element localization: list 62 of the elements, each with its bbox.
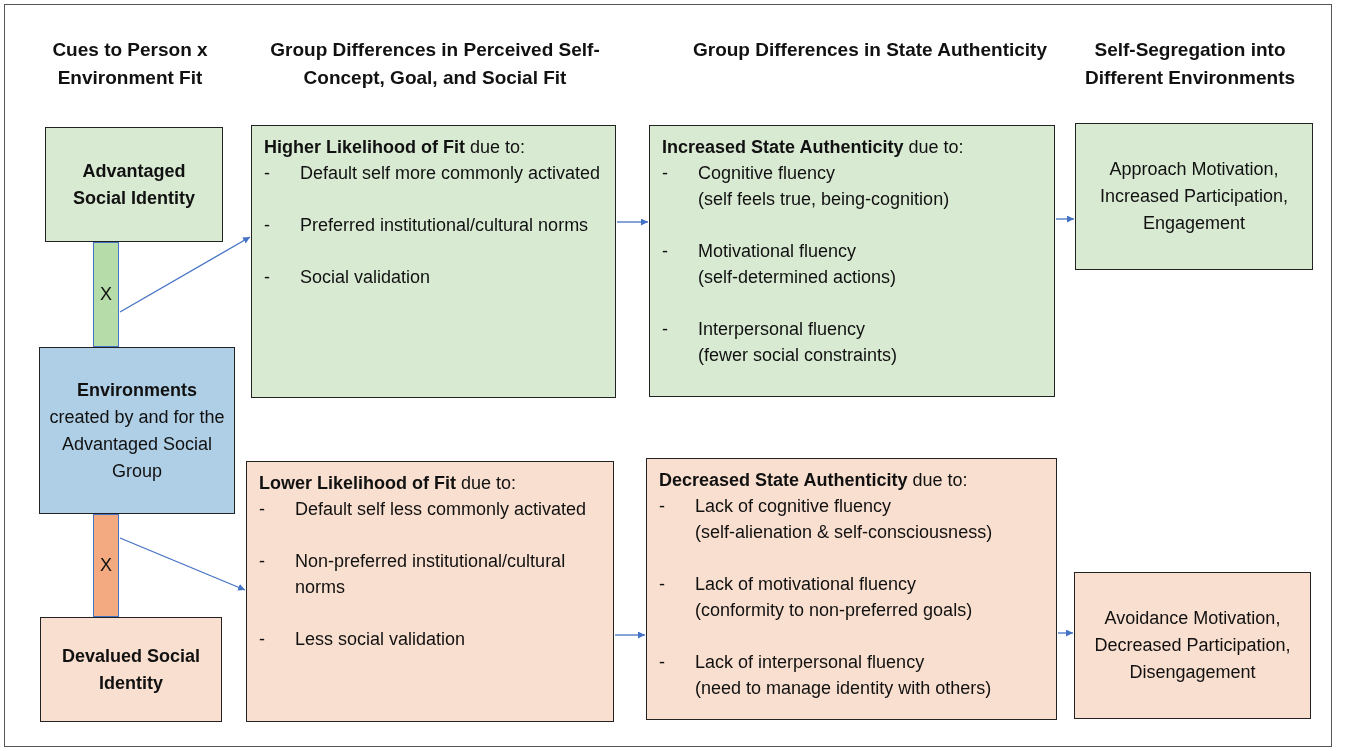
text-box [1075, 123, 1313, 270]
list-box [251, 125, 616, 398]
column-heading: Cues to Person x Environment Fit [51, 38, 209, 90]
list-item: Cognitive fluency [698, 162, 837, 185]
box-heading: Lower Likelihood of Fit due to: [259, 472, 518, 495]
list-item: Lack of interpersonal fluency [695, 651, 926, 674]
bullet-dash: - [659, 495, 666, 518]
bullet-dash: - [264, 162, 271, 185]
text-box [1074, 572, 1311, 719]
bullet-dash: - [264, 266, 271, 289]
item-detail: (self feels true, being-cognition) [698, 188, 950, 211]
column-heading: Self-Segregation into Different Environments [1083, 38, 1297, 90]
list-box [649, 125, 1055, 397]
bullet-dash: - [259, 550, 266, 573]
arrow [614, 631, 646, 639]
text-box [39, 347, 235, 514]
box-heading: Higher Likelihood of Fit due to: [264, 136, 527, 159]
list-item: Lack of motivational fluency [695, 573, 918, 596]
arrow [119, 537, 246, 591]
list-item: Less social validation [295, 628, 466, 651]
x-mark: X [100, 283, 112, 306]
bullet-dash: - [659, 651, 666, 674]
item-detail: (fewer social constraints) [698, 344, 898, 367]
x-mark: X [100, 554, 112, 577]
bullet-dash: - [662, 318, 669, 341]
list-item: Interpersonal fluency [698, 318, 867, 341]
box-heading: Decreased State Authenticity due to: [659, 469, 969, 492]
list-item: Non-preferred institutional/cultural norms [295, 550, 567, 599]
list-box [246, 461, 614, 722]
column-heading: Group Differences in State Authenticity [692, 38, 1048, 62]
box-heading: Increased State Authenticity due to: [662, 136, 965, 159]
box-text: Avoidance Motivation, Decreased Participation, Disengagement [1093, 607, 1292, 684]
box-text: Advantaged Social Identity [72, 159, 196, 210]
item-detail: (conformity to non-preferred goals) [695, 599, 973, 622]
column-heading: Group Differences in Perceived Self-Concept, Goal, and Social Fit [269, 38, 601, 90]
bullet-dash: - [662, 240, 669, 263]
item-detail: (self-alienation & self-consciousness) [695, 521, 993, 544]
list-item: Motivational fluency [698, 240, 858, 263]
arrow [1055, 215, 1075, 223]
list-item: Social validation [300, 266, 431, 289]
list-item: Default self more commonly activated [300, 162, 601, 185]
arrow [1057, 629, 1074, 637]
list-item: Preferred institutional/cultural norms [300, 214, 589, 237]
identity-box [40, 617, 222, 722]
bullet-dash: - [264, 214, 271, 237]
bullet-dash: - [662, 162, 669, 185]
connector-bar [93, 514, 119, 617]
box-text: Devalued Social Identity [60, 644, 202, 695]
item-detail: (self-determined actions) [698, 266, 897, 289]
box-text: Approach Motivation, Increased Participation, Engagement [1098, 158, 1290, 235]
arrow [616, 218, 649, 226]
list-box [646, 458, 1057, 720]
bullet-dash: - [259, 498, 266, 521]
arrow [119, 236, 251, 313]
list-item: Lack of cognitive fluency [695, 495, 893, 518]
bullet-dash: - [659, 573, 666, 596]
connector-bar [93, 242, 119, 347]
item-detail: (need to manage identity with others) [695, 677, 992, 700]
box-text: Environments created by and for the Advantaged Social Group [48, 378, 226, 483]
identity-box [45, 127, 223, 242]
list-item: Default self less commonly activated [295, 498, 587, 521]
bullet-dash: - [259, 628, 266, 651]
